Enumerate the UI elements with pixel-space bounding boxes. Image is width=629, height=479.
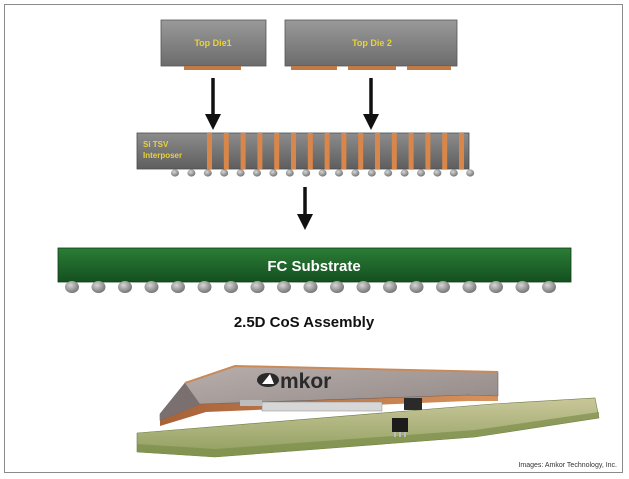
substrate-bump (144, 281, 159, 293)
interposer-bump (269, 169, 278, 177)
substrate-bump (436, 281, 450, 293)
amkor-logo: mkor (257, 370, 331, 393)
tsv-via (425, 133, 431, 169)
substrate-bumps (65, 281, 556, 293)
tsv-via (324, 133, 330, 169)
top-die-1: Top Die1 (160, 19, 267, 70)
interposer-bump (449, 169, 458, 177)
substrate-bump (250, 281, 265, 293)
interposer-label-line2: Interposer (143, 151, 182, 160)
die2-bump-row-left (291, 66, 337, 70)
substrate-bump (542, 281, 556, 293)
tsv-via (459, 133, 464, 169)
interposer-bump (220, 169, 229, 177)
interposer-bump (335, 169, 343, 177)
interposer-bump (433, 169, 442, 177)
tsv-via (207, 133, 212, 169)
tsv-via (223, 133, 229, 169)
interposer-bump (318, 169, 327, 177)
substrate-label: FC Substrate (267, 258, 360, 275)
interposer-bump (203, 169, 212, 177)
substrate-bump (515, 281, 530, 293)
die1-bump-row (184, 66, 241, 70)
tsv-via (274, 133, 280, 169)
interposer-bump (187, 169, 196, 177)
small-component (404, 398, 422, 410)
substrate-bump (409, 281, 424, 293)
tsv-vias (207, 133, 464, 169)
interposer-label-line1: Si TSV (143, 140, 169, 149)
substrate-bump (330, 281, 344, 293)
interposer-bump (253, 169, 261, 177)
package-3d-image: mkor (136, 364, 600, 458)
top-die-2-label: Top Die 2 (352, 38, 392, 48)
tsv-via (291, 133, 296, 169)
tsv-via (240, 133, 246, 169)
substrate-bump (489, 281, 503, 293)
tsv-via (375, 133, 380, 169)
interposer-bump (466, 169, 475, 177)
top-die-2: Top Die 2 (284, 19, 458, 70)
interposer-bump (302, 169, 311, 177)
interposer-bump (417, 169, 425, 177)
substrate-bump (171, 281, 185, 293)
image-credit: Images: Amkor Technology, Inc. (518, 462, 617, 469)
substrate-bump (91, 281, 106, 293)
tsv-via (408, 133, 414, 169)
tsv-via (341, 133, 347, 169)
tsv-via (358, 133, 364, 169)
interposer-bump (285, 169, 294, 177)
assembly-title: 2.5D CoS Assembly (234, 314, 375, 331)
substrate-bump (224, 281, 238, 293)
substrate-bump (462, 281, 477, 293)
substrate-bump (118, 281, 132, 293)
interposer-bumps (171, 169, 475, 177)
substrate-bump (383, 281, 397, 293)
arrow-interposer-to-substrate (297, 187, 313, 230)
interposer-bump (384, 169, 393, 177)
interposer-bump (171, 169, 179, 177)
arrow-die2-to-interposer (363, 78, 379, 130)
substrate-bump (277, 281, 291, 293)
substrate-bump (197, 281, 212, 293)
interposer-bump (236, 169, 245, 177)
interposer-bump (367, 169, 376, 177)
interposer-visible (261, 401, 383, 412)
fc-substrate: FC Substrate (57, 247, 572, 293)
top-die-1-label: Top Die1 (194, 38, 231, 48)
tsv-via (442, 133, 448, 169)
substrate-bump (356, 281, 371, 293)
tsv-via (391, 133, 397, 169)
tsv-via (257, 133, 263, 169)
interposer-bump (400, 169, 409, 177)
die2-bump-row-right (407, 66, 451, 70)
chip-component (392, 418, 408, 432)
interposer-bump (351, 169, 360, 177)
logo-wordmark: mkor (280, 370, 331, 393)
substrate-bump (303, 281, 318, 293)
tsv-via (307, 133, 313, 169)
substrate-bump (65, 281, 79, 293)
si-tsv-interposer: Si TSV Interposer (136, 132, 475, 177)
die2-bump-row-mid (348, 66, 396, 70)
arrow-die1-to-interposer (205, 78, 221, 130)
